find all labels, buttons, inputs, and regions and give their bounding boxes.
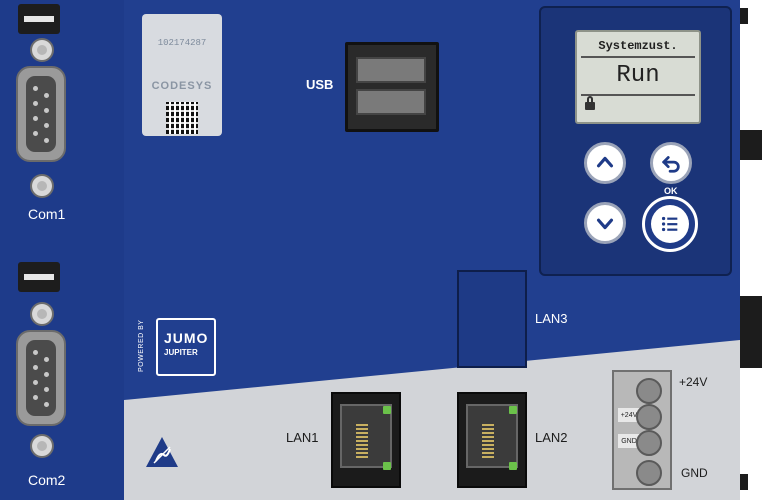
lcd-divider (581, 94, 695, 96)
terminal-screw (636, 404, 662, 430)
lan1-port[interactable] (331, 392, 401, 488)
com1-screw-bottom (30, 174, 54, 198)
powered-by-text: POWERED BY (138, 319, 145, 372)
edge-clip (740, 8, 748, 24)
jumo-jupiter-logo: JUMO JUPITER (156, 318, 216, 376)
lcd-display: Systemzust. Run (575, 30, 701, 124)
usb-slot (356, 57, 426, 83)
usb-label: USB (306, 77, 334, 92)
edge-connector (740, 296, 762, 368)
logo-jupiter-text: JUPITER (164, 348, 198, 357)
lan2-port[interactable] (457, 392, 527, 488)
com1-screw-top (30, 38, 54, 62)
edge-connector (740, 130, 762, 160)
terminal-tag-24v: +24V (618, 408, 640, 422)
com2-screw-bottom (30, 434, 54, 458)
com2-cap (18, 262, 60, 292)
lan2-led (509, 462, 517, 470)
esd-warning-icon (146, 437, 178, 467)
terminal-screw (636, 378, 662, 404)
codesys-sticker: 102174287 CODESYS (142, 14, 222, 136)
power-terminal[interactable]: +24V GND (612, 370, 672, 490)
logo-jumo-text: JUMO (164, 330, 209, 346)
lan3-port[interactable] (457, 270, 527, 368)
sticker-brand: CODESYS (151, 80, 213, 92)
terminal-screw (636, 430, 662, 456)
chevron-up-icon (596, 156, 614, 168)
com2-screw-top (30, 302, 54, 326)
lcd-divider (581, 56, 695, 58)
lan1-led (383, 462, 391, 470)
back-arrow-icon (662, 156, 680, 173)
edge-clip (740, 474, 748, 490)
usb-port[interactable] (345, 42, 439, 132)
power-gnd-label: GND (681, 466, 708, 480)
power-plus-label: +24V (679, 375, 708, 389)
lock-icon (585, 96, 595, 110)
datamatrix-code (166, 102, 198, 134)
chevron-down-icon (596, 218, 614, 230)
lcd-title: Systemzust. (598, 39, 678, 53)
sticker-serial: 102174287 (157, 38, 207, 48)
menu-list-icon (661, 216, 678, 232)
lan2-label: LAN2 (535, 430, 568, 445)
com2-label: Com2 (28, 472, 66, 488)
lan2-led (509, 406, 517, 414)
lcd-status-value: Run (616, 62, 660, 89)
ok-label: OK (664, 186, 678, 196)
com1-cap (18, 4, 60, 34)
lan3-label: LAN3 (535, 311, 568, 326)
terminal-screw (636, 460, 662, 486)
lan1-led (383, 406, 391, 414)
back-button[interactable] (650, 142, 692, 184)
lan1-label: LAN1 (286, 430, 319, 445)
com2-port[interactable] (16, 330, 66, 426)
com1-label: Com1 (28, 206, 66, 222)
terminal-tag-gnd: GND (618, 434, 640, 448)
ok-menu-button[interactable] (642, 196, 698, 252)
com1-port[interactable] (16, 66, 66, 162)
usb-slot (356, 89, 426, 115)
down-button[interactable] (584, 202, 626, 244)
up-button[interactable] (584, 142, 626, 184)
